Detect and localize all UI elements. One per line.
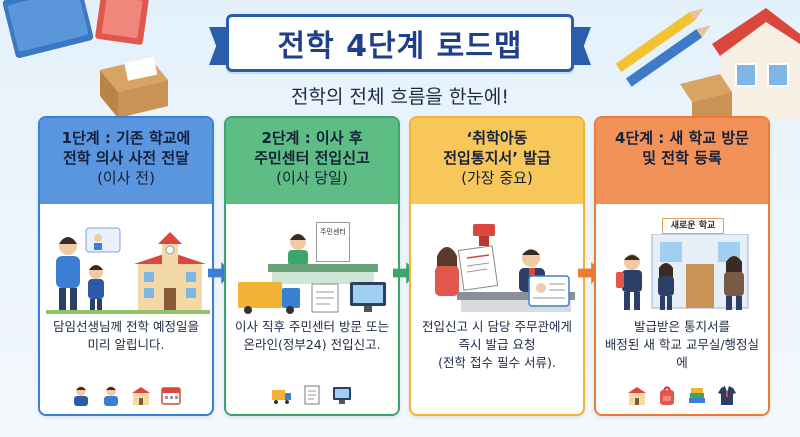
step-3-desc-line3: (전학 접수 필수 서류).: [438, 355, 556, 370]
step-1-card: 1단계 : 기존 학교에 전학 의사 사전 전달 (이사 전): [38, 116, 214, 416]
step-3-card: ‘취학아동 전입통지서’ 발급 (가장 중요) 전입신고 시 담당 주무관에게: [409, 116, 585, 416]
step-4-title-line2: 및 전학 등록: [642, 149, 722, 167]
page-subtitle: 전학의 전체 흐름을 한눈에!: [290, 86, 510, 108]
step-4-title-line1: 4단계 : 새 학교 방문: [615, 129, 749, 147]
step-3-note: (가장 중요): [461, 169, 533, 187]
step-1-header: 1단계 : 기존 학교에 전학 의사 사전 전달 (이사 전): [40, 118, 212, 204]
books-decoration-icon: [2, 0, 168, 118]
step-4-description: 발급받은 통지서를 배정된 새 학교 교무실/행정실에: [600, 318, 764, 372]
step-2-icons: [226, 384, 398, 406]
bag-icon: [660, 386, 674, 405]
pencils-decoration-icon: [615, 8, 800, 120]
step-2-note: (이사 당일): [276, 169, 348, 187]
step-4-icons: [596, 384, 768, 406]
step-1-icons: [40, 384, 212, 406]
step-3-desc-line1: 전입신고 시 담당 주무관에게: [422, 319, 572, 334]
step-2-desc-line1: 이사 직후 주민센터 방문 또는: [235, 319, 389, 334]
title-banner: 전학 4단계 로드맵: [226, 14, 574, 72]
community-center-illustration-icon: [238, 234, 386, 314]
step-1-body: 담임선생님께 전학 예정일을 미리 알립니다.: [40, 204, 212, 414]
step-1-description: 담임선생님께 전학 예정일을 미리 알립니다.: [44, 318, 208, 354]
school-icon: [132, 387, 150, 405]
step-3-description: 전입신고 시 담당 주무관에게 즉시 발급 요청 (전학 접수 필수 서류).: [415, 318, 579, 372]
page-title: 전학 4단계 로드맵: [277, 29, 523, 64]
step-1-desc-line1: 담임선생님께 전학 예정일을: [53, 319, 199, 334]
step-1-note: (이사 전): [97, 169, 155, 187]
step-4-desc-line1: 발급받은 통지서를: [634, 319, 730, 334]
document-icon: [304, 385, 320, 405]
step-2-header: 2단계 : 이사 후 주민센터 전입신고 (이사 당일): [226, 118, 398, 204]
step-2-title-line2: 주민센터 전입신고: [254, 149, 370, 167]
notice-issuance-illustration-icon: [435, 224, 575, 312]
step-1-desc-line2: 미리 알립니다.: [87, 337, 165, 352]
step-2-card: 2단계 : 이사 후 주민센터 전입신고 (이사 당일) 주민센터 이사 직후 …: [224, 116, 400, 416]
new-school-visit-illustration-icon: [616, 234, 749, 310]
step-3-desc-line2: 즉시 발급 요청: [458, 337, 536, 352]
step-4-header: 4단계 : 새 학교 방문 및 전학 등록: [596, 118, 768, 204]
step-4-body: 새로운 학교 발급받은 통지서를 배정된 새 학교 교무실/행정실에: [596, 204, 768, 414]
books-icon: [689, 388, 705, 403]
new-school-sign: 새로운 학교: [662, 218, 724, 234]
calendar-icon: [161, 387, 181, 405]
step-2-description: 이사 직후 주민센터 방문 또는 온라인(정부24) 전입신고.: [230, 318, 394, 354]
step-4-card: 4단계 : 새 학교 방문 및 전학 등록 새로운 학교 발급받은 통지서를 배: [594, 116, 770, 416]
truck-icon: [272, 390, 291, 404]
teacher-icon: [74, 386, 88, 406]
step-3-title-line2: 전입통지서’ 발급: [443, 149, 551, 167]
step-3-header: ‘취학아동 전입통지서’ 발급 (가장 중요): [411, 118, 583, 204]
step-1-title-line2: 전학 의사 사전 전달: [62, 149, 190, 167]
step-2-body: 주민센터 이사 직후 주민센터 방문 또는 온라인(정부24) 전입신고.: [226, 204, 398, 414]
step-1-title-line1: 1단계 : 기존 학교에: [61, 129, 191, 147]
step-4-desc-line2: 배정된 새 학교 교무실/행정실에: [604, 337, 760, 370]
monitor-icon: [333, 387, 351, 404]
step-2-title-line1: 2단계 : 이사 후: [261, 129, 363, 147]
community-center-sign: 주민센터: [316, 222, 350, 262]
step-2-desc-line2: 온라인(정부24) 전입신고.: [243, 337, 381, 352]
step-3-title-line1: ‘취학아동: [466, 129, 528, 147]
uniform-icon: [718, 386, 736, 405]
step-3-body: 전입신고 시 담당 주무관에게 즉시 발급 요청 (전학 접수 필수 서류).: [411, 204, 583, 414]
student-icon: [104, 386, 118, 406]
teacher-and-student-illustration-icon: [46, 227, 210, 314]
school-icon: [628, 387, 646, 405]
